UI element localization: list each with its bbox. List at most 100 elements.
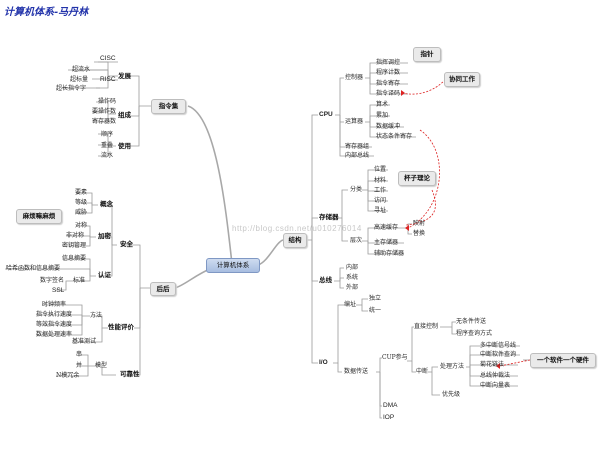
node-cisc[interactable]: CISC xyxy=(100,55,116,62)
node-dispatch[interactable]: 指挥调控 xyxy=(376,59,401,66)
node-register-group[interactable]: 寄存器组 xyxy=(345,143,370,150)
node-cpu-involve[interactable]: CUP参与 xyxy=(382,354,408,361)
node-status-reg[interactable]: 状态条件寄存 xyxy=(376,133,413,140)
node-exec-speed[interactable]: 指令执行速度 xyxy=(36,311,73,318)
node-serial[interactable]: 串 xyxy=(76,351,83,358)
node-auth[interactable]: 认证 xyxy=(98,271,111,279)
node-opcode[interactable]: 操作码 xyxy=(98,98,117,105)
note-cup-theory[interactable]: 杯子理论 xyxy=(398,171,436,186)
node-handling[interactable]: 处理方法 xyxy=(440,363,465,370)
node-iop[interactable]: IOP xyxy=(383,414,395,421)
branch-structure[interactable]: 结构 xyxy=(283,233,307,248)
node-digest[interactable]: 信息摘要 xyxy=(62,255,87,262)
node-ir[interactable]: 指令寄存 xyxy=(376,80,401,87)
arrow-head xyxy=(405,225,409,231)
node-polling[interactable]: 程序查询方式 xyxy=(456,330,493,337)
node-multi-line[interactable]: 多中断信号线 xyxy=(480,342,517,349)
node-direct-control[interactable]: 直接控制 xyxy=(414,323,439,330)
node-controller[interactable]: 控制器 xyxy=(345,74,364,81)
node-material[interactable]: 材料 xyxy=(374,177,387,184)
node-signature[interactable]: 数字签名 xyxy=(40,277,65,284)
node-clock[interactable]: 时钟频率 xyxy=(42,301,67,308)
node-internal-bus[interactable]: 内部总线 xyxy=(345,152,370,159)
node-replace[interactable]: 替换 xyxy=(413,230,426,237)
node-unified[interactable]: 统一 xyxy=(369,307,382,314)
node-security[interactable]: 安全 xyxy=(120,240,133,248)
node-mapping[interactable]: 映射 xyxy=(413,220,426,227)
node-data-transfer[interactable]: 数据传送 xyxy=(344,368,369,375)
node-data-buffer[interactable]: 数据缓冲 xyxy=(376,123,401,130)
node-interrupt[interactable]: 中断 xyxy=(416,368,429,375)
node-asymmetric[interactable]: 非对称 xyxy=(66,232,85,239)
node-develop[interactable]: 发展 xyxy=(118,72,131,80)
node-element[interactable]: 要素 xyxy=(75,189,88,196)
node-bus-arbitration[interactable]: 总线仲裁法 xyxy=(480,372,511,379)
node-bus-system[interactable]: 系统 xyxy=(346,274,359,281)
node-equiv-speed[interactable]: 等效指令速度 xyxy=(36,321,73,328)
node-io[interactable]: I/O xyxy=(319,359,328,366)
node-pc[interactable]: 程序计数 xyxy=(376,69,401,76)
node-position[interactable]: 位置 xyxy=(374,166,387,173)
node-addressing[interactable]: 寻址 xyxy=(374,207,387,214)
node-ssl[interactable]: SSL xyxy=(52,287,65,294)
node-nmr[interactable]: N模冗余 xyxy=(56,372,80,379)
node-compose[interactable]: 组成 xyxy=(118,111,131,119)
node-pipeline[interactable]: 流水 xyxy=(101,152,114,159)
node-symmetric[interactable]: 对称 xyxy=(75,222,88,229)
node-reliability[interactable]: 可靠性 xyxy=(120,370,140,378)
node-standard[interactable]: 标准 xyxy=(73,277,86,284)
node-dma[interactable]: DMA xyxy=(383,402,398,409)
node-hierarchy[interactable]: 层次 xyxy=(350,237,363,244)
node-benchmark[interactable]: 基准测试 xyxy=(72,338,97,345)
node-register[interactable]: 寄存器数 xyxy=(92,118,117,125)
node-bus[interactable]: 总线 xyxy=(319,276,332,284)
note-cooperate[interactable]: 协同工作 xyxy=(444,72,480,87)
node-overlap[interactable]: 重叠 xyxy=(101,142,114,149)
node-classify[interactable]: 分类 xyxy=(350,186,363,193)
note-pointer[interactable]: 指针 xyxy=(413,47,441,62)
node-use[interactable]: 使用 xyxy=(118,142,131,150)
note-trouble[interactable]: 麻烦嘛麻烦 xyxy=(16,209,62,224)
node-alu[interactable]: 运算器 xyxy=(345,118,364,125)
node-unconditional[interactable]: 无条件传送 xyxy=(456,318,487,325)
branch-after[interactable]: 后后 xyxy=(150,282,176,296)
branch-instruction-set[interactable]: 指令集 xyxy=(151,99,186,114)
node-software-poll[interactable]: 中断软件查询 xyxy=(480,351,517,358)
node-concept[interactable]: 概念 xyxy=(100,200,113,208)
node-sequence[interactable]: 顺序 xyxy=(101,131,114,138)
node-memory[interactable]: 存储器 xyxy=(319,213,339,221)
node-access[interactable]: 访问 xyxy=(374,197,387,204)
node-bus-external[interactable]: 外部 xyxy=(346,284,359,291)
node-superpipeline[interactable]: 超流水 xyxy=(72,66,91,73)
node-work[interactable]: 工作 xyxy=(374,187,387,194)
node-method[interactable]: 方法 xyxy=(90,312,103,319)
node-risc[interactable]: RISC xyxy=(100,76,116,83)
node-data-rate[interactable]: 数据处理速率 xyxy=(36,331,73,338)
node-superscalar[interactable]: 超标量 xyxy=(70,76,89,83)
node-accumulate[interactable]: 累加 xyxy=(376,112,389,119)
node-operand[interactable]: 要操作数 xyxy=(92,108,117,115)
node-model[interactable]: 模型 xyxy=(95,362,108,369)
node-encrypt[interactable]: 加密 xyxy=(98,232,111,240)
node-decoder[interactable]: 指令译码 xyxy=(376,90,401,97)
node-performance[interactable]: 性能评价 xyxy=(108,323,134,331)
node-cache[interactable]: 高速缓存 xyxy=(374,224,399,231)
note-soft-hard[interactable]: 一个软件一个硬件 xyxy=(530,353,596,368)
node-addressing-io[interactable]: 编址 xyxy=(344,301,357,308)
node-level[interactable]: 等级 xyxy=(75,199,88,206)
node-daisy-chain[interactable]: 菊花链法 xyxy=(480,361,505,368)
node-key-mgmt[interactable]: 密钥管理 xyxy=(62,242,87,249)
node-priority[interactable]: 优先级 xyxy=(442,391,461,398)
node-bus-internal[interactable]: 内部 xyxy=(346,264,359,271)
node-vector-table[interactable]: 中断向量表 xyxy=(480,382,511,389)
root-node[interactable]: 计算机体系 xyxy=(206,258,260,273)
node-aux-memory[interactable]: 辅助存储器 xyxy=(374,250,405,257)
node-hash[interactable]: 哈希函数和信息摘要 xyxy=(6,265,61,272)
node-threat[interactable]: 威胁 xyxy=(75,209,88,216)
node-cpu[interactable]: CPU xyxy=(319,111,333,118)
node-vliw[interactable]: 超长指令字 xyxy=(56,85,87,92)
node-parallel[interactable]: 并 xyxy=(76,362,83,369)
node-main-memory[interactable]: 主存储器 xyxy=(374,239,399,246)
node-arith[interactable]: 算术 xyxy=(376,101,389,108)
node-independent[interactable]: 独立 xyxy=(369,295,382,302)
